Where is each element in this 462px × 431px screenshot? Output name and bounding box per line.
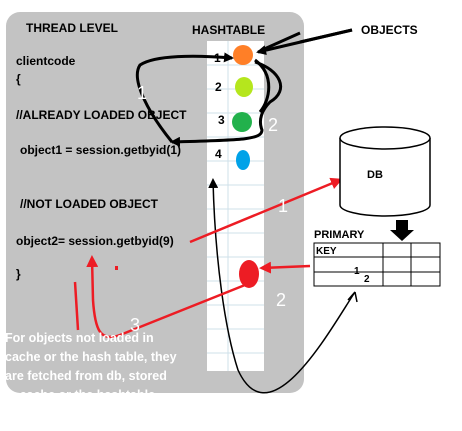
- cache-miss-arrows: [73, 177, 343, 339]
- red-dot: [115, 266, 118, 270]
- object-lime: [235, 77, 253, 97]
- code-line-clientcode: clientcode: [16, 54, 76, 68]
- thread-level-title: THREAD LEVEL: [26, 21, 118, 35]
- table-cell-1: 1: [354, 266, 360, 277]
- step-number-1-miss: 1: [278, 196, 288, 216]
- objects-label: OBJECTS: [361, 23, 418, 37]
- db-label: DB: [367, 169, 383, 181]
- object-orange: [233, 45, 253, 65]
- object-green: [232, 112, 252, 132]
- step-number-3-miss: 3: [130, 315, 140, 335]
- primary-table-grid: [313, 242, 441, 287]
- code-comment-not-loaded: //NOT LOADED OBJECT: [20, 197, 159, 211]
- caption-line-5: and then returned to client.: [5, 407, 166, 421]
- object-blue: [236, 150, 250, 170]
- hashtable-slot-4: 4: [215, 147, 222, 161]
- caption-line-4: in cache or the hashtable: [5, 388, 155, 402]
- step-number-2-miss: 2: [276, 290, 286, 310]
- code-line-close-brace: }: [16, 267, 21, 281]
- hashtable-slot-2: 2: [215, 80, 222, 94]
- table-key-header: KEY: [316, 246, 337, 257]
- cache-hit-curves: [135, 52, 283, 147]
- objects-arrows: [256, 28, 353, 56]
- table-curve-arrowhead: [347, 291, 358, 303]
- object-red: [239, 260, 259, 288]
- hashtable-slot-3: 3: [218, 113, 225, 127]
- table-to-hashtable-curve: [208, 178, 356, 394]
- code-line-object2: object2= session.getbyid(9): [16, 234, 174, 248]
- code-comment-loaded: //ALREADY LOADED OBJECT: [16, 108, 187, 122]
- db-cylinder: [339, 126, 431, 217]
- code-line-object1: object1 = session.getbyid(1): [20, 143, 181, 157]
- code-line-open-brace: {: [16, 72, 21, 86]
- step-number-2-hit: 2: [268, 115, 278, 135]
- caption-line-1: For objects not loaded in: [5, 331, 154, 345]
- down-arrow-icon: [390, 220, 414, 241]
- hashtable-title: HASHTABLE: [192, 23, 265, 37]
- caption-line-2: cache or the hash table, they: [5, 350, 177, 364]
- hashtable-column: [207, 41, 264, 371]
- caption-line-3: are fetched from db, stored: [5, 369, 167, 383]
- primary-table-title: PRIMARY: [314, 229, 365, 241]
- step-number-1-hit: 1: [137, 83, 147, 103]
- table-cell-2: 2: [364, 274, 370, 285]
- table-title-suffix: TABLE: [420, 228, 451, 239]
